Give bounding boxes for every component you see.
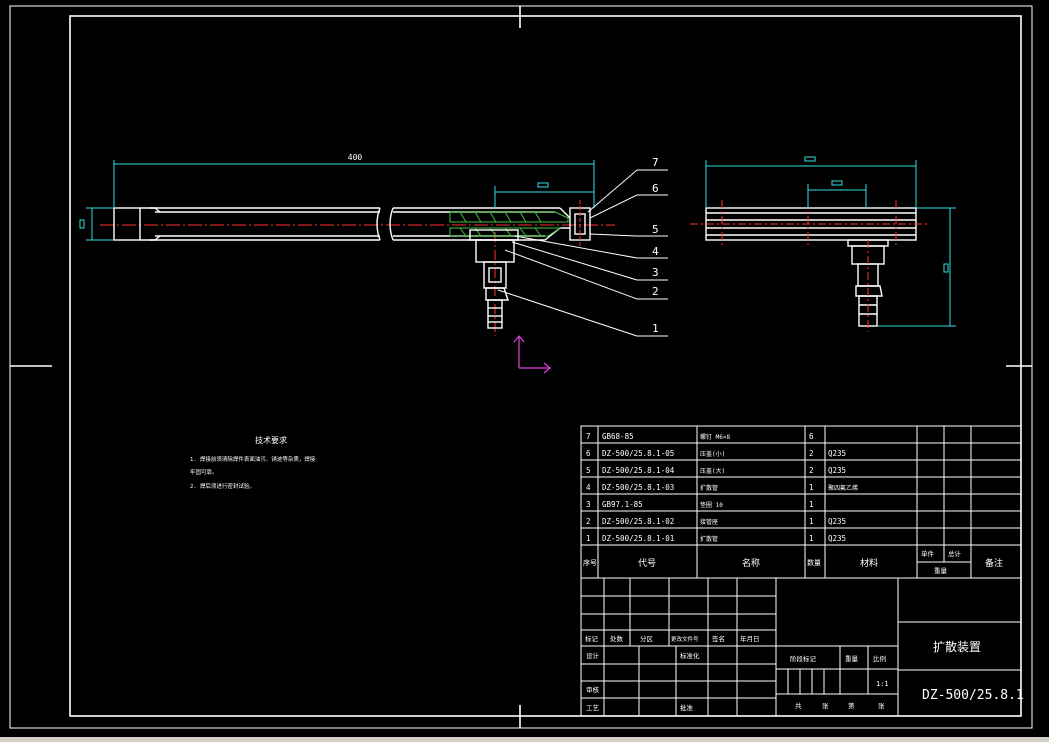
header-name: 名称 [742, 557, 760, 569]
rev-label-mark: 标记 [585, 634, 599, 643]
sheet-no: 第 [848, 701, 855, 710]
branch-fitting [469, 229, 519, 329]
rev-label-date: 年月日 [740, 634, 760, 643]
part-no: 7 [586, 432, 591, 441]
part-name: 扩散管 [700, 535, 718, 543]
label-approve: 批准 [680, 703, 694, 712]
part-code: DZ-500/25.8.1-05 [602, 449, 674, 458]
rev-label-count: 处数 [610, 634, 624, 643]
part-no: 4 [586, 483, 591, 492]
part-qty: 6 [809, 432, 814, 441]
header-qty: 数量 [807, 558, 821, 567]
balloon-1: 1 [652, 322, 659, 335]
rev-label-sign: 签名 [712, 634, 725, 643]
part-code: DZ-500/25.8.1-01 [602, 534, 674, 543]
scale-value: 1:1 [876, 680, 889, 688]
dimension-lines [79, 160, 595, 241]
part-name: 螺钉 M6×8 [700, 433, 730, 441]
part-qty: 1 [809, 517, 814, 526]
side-view [690, 156, 956, 332]
header-no: 序号 [583, 558, 597, 567]
drawing-name: 扩散装置 [933, 639, 981, 654]
sheet-outer-frame [9, 5, 1033, 729]
header-unit-weight: 单件 [921, 549, 935, 558]
sheet-total: 共 [795, 701, 802, 710]
part-qty: 2 [809, 466, 814, 475]
label-process: 工艺 [586, 704, 600, 712]
label-standardize: 标准化 [680, 651, 700, 660]
part-material: Q235 [828, 534, 846, 543]
part-no: 5 [586, 466, 591, 475]
status-bar-strip [0, 737, 1049, 742]
part-no: 2 [586, 517, 591, 526]
part-name: 压盖(大) [700, 467, 725, 475]
part-material: Q235 [828, 517, 846, 526]
balloon-labels: 7 6 5 4 3 2 1 [652, 156, 659, 335]
main-view: 400 7 6 5 4 3 2 1 [79, 153, 668, 337]
part-name: 压盖(小) [700, 450, 725, 458]
balloon-6: 6 [652, 182, 659, 195]
part-material: Q235 [828, 449, 846, 458]
header-remark: 备注 [985, 557, 1003, 569]
part-code: DZ-500/25.8.1-02 [602, 517, 674, 526]
part-material: Q235 [828, 466, 846, 475]
balloon-7: 7 [652, 156, 659, 169]
label-stage-mark: 阶段标记 [790, 654, 817, 663]
part-code: DZ-500/25.8.1-04 [602, 466, 675, 475]
label-review: 审核 [586, 685, 600, 694]
part-code: GB97.1-85 [602, 500, 643, 509]
part-qty: 2 [809, 449, 814, 458]
balloon-5: 5 [652, 223, 659, 236]
label-design: 设计 [586, 651, 600, 660]
rev-label-doc: 更改文件号 [671, 635, 699, 643]
balloon-2: 2 [652, 285, 659, 298]
part-no: 1 [586, 534, 591, 543]
drawing-number: DZ-500/25.8.1 [922, 688, 1024, 703]
title-block-grid [580, 577, 1022, 717]
parts-list-header: 序号 代号 名称 数量 材料 单件 总计 重量 备注 [583, 549, 1003, 575]
balloon-3: 3 [652, 266, 659, 279]
part-code: GB68-85 [602, 432, 634, 441]
parts-list: 7 GB68-85 螺钉 M6×8 6 6 DZ-500/25.8.1-05 压… [580, 425, 1022, 579]
part-name: 垫圈 10 [700, 501, 723, 509]
header-code: 代号 [638, 558, 656, 569]
notes-title: 技术要求 [255, 435, 287, 445]
label-weight: 重量 [845, 655, 859, 663]
balloon-4: 4 [652, 245, 659, 258]
rev-label-zone: 分区 [640, 634, 654, 643]
header-total-weight: 总计 [948, 549, 962, 558]
ucs-axis-icon [513, 335, 551, 374]
title-block: 标记 处数 分区 更改文件号 签名 年月日 设计 标准化 审核 工艺 批准 阶段… [580, 577, 1024, 717]
title-block-labels: 标记 处数 分区 更改文件号 签名 年月日 设计 标准化 审核 工艺 批准 阶段… [585, 634, 889, 712]
overall-length-dimension: 400 [348, 153, 363, 162]
part-code: DZ-500/25.8.1-03 [602, 483, 674, 492]
part-name: 接管座 [700, 518, 718, 526]
section-hatch [449, 211, 569, 237]
part-qty: 1 [809, 500, 814, 509]
part-no: 3 [586, 500, 591, 509]
header-material: 材料 [860, 557, 878, 569]
balloon-leaders [497, 169, 668, 337]
label-scale: 比例 [873, 654, 886, 663]
sheet-no-unit: 张 [878, 701, 885, 710]
part-qty: 1 [809, 534, 814, 543]
part-qty: 1 [809, 483, 814, 492]
sheet-total-unit: 张 [822, 701, 829, 710]
part-material: 聚四氟乙烯 [828, 484, 858, 492]
header-weight: 重量 [934, 567, 948, 575]
notes-line-2: 牢固可靠。 [190, 468, 218, 476]
notes-line-1: 1. 焊接前须清除焊件表面油污、锈迹等杂质，焊接 [190, 455, 316, 463]
side-view-dimensions [705, 156, 956, 327]
part-no: 6 [586, 449, 591, 458]
parts-list-rows: 7 GB68-85 螺钉 M6×8 6 6 DZ-500/25.8.1-05 压… [586, 432, 858, 543]
technical-notes: 技术要求 1. 焊接前须清除焊件表面油污、锈迹等杂质，焊接 牢固可靠。 2. 焊… [190, 435, 316, 490]
centering-marks [10, 6, 1032, 728]
part-name: 扩散管 [700, 484, 718, 492]
notes-line-3: 2. 焊后须进行密封试验。 [190, 482, 255, 490]
